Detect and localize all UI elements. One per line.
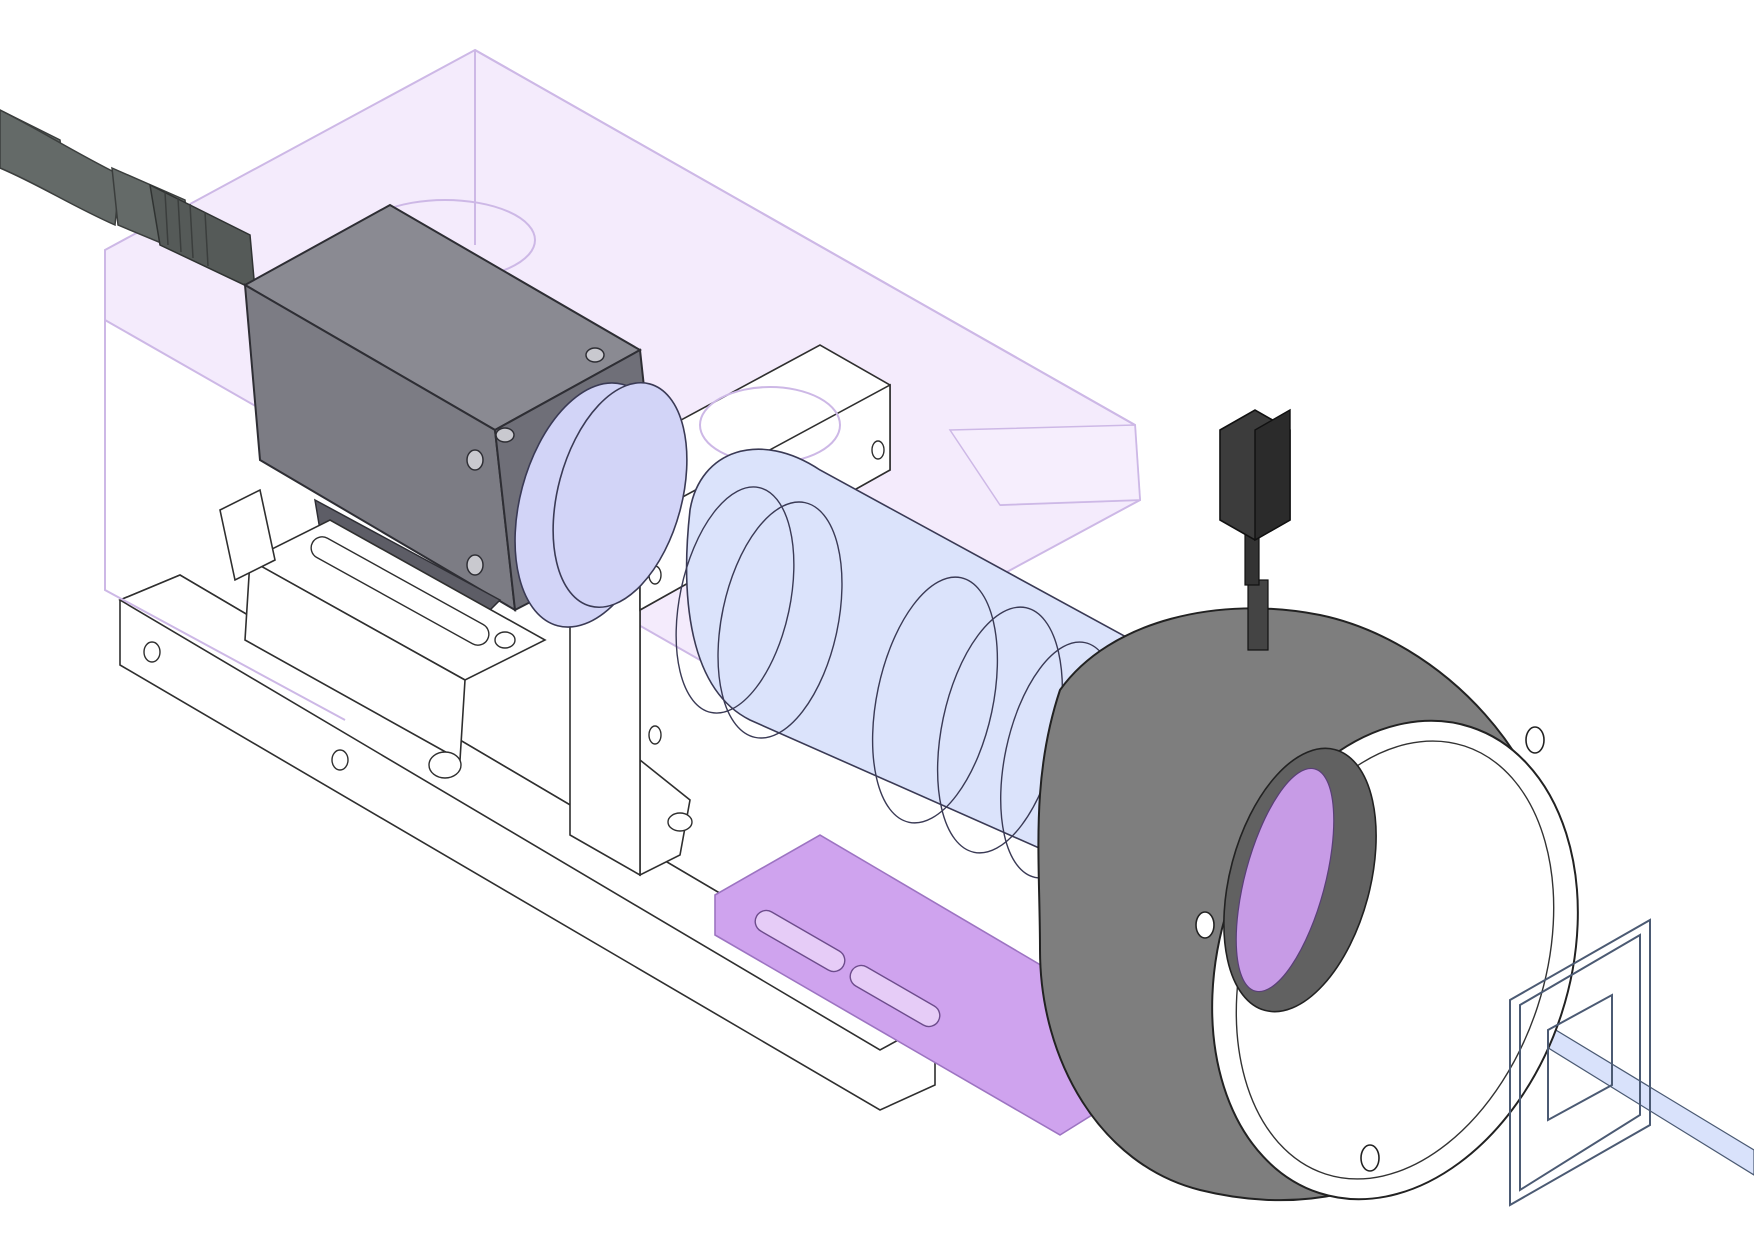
camera-screw-1 — [585, 347, 605, 363]
enclosure-front — [104, 49, 1141, 721]
camera-screw-2 — [495, 427, 515, 443]
ring-light-screw-2 — [1195, 911, 1215, 939]
ring-light — [1037, 607, 1579, 1202]
ring-light-screw-1 — [1525, 726, 1545, 754]
camera-screw-4 — [466, 554, 484, 576]
ring-light-screw-3 — [1360, 1144, 1380, 1172]
target-frame — [1509, 918, 1651, 1207]
cable — [0, 109, 256, 292]
camera-screw-3 — [466, 449, 484, 471]
connector — [1219, 408, 1291, 651]
